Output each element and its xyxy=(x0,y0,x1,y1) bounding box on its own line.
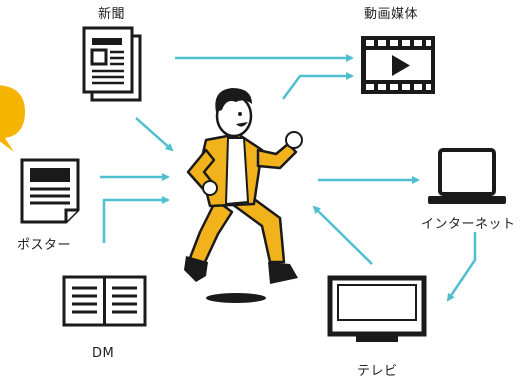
label-internet: インターネット xyxy=(421,217,516,232)
arrow-person-to-video xyxy=(281,72,354,100)
label-poster: ポスター xyxy=(17,238,72,253)
label-video-media: 動画媒体 xyxy=(364,7,419,22)
arrow-tv-to-person xyxy=(312,205,373,265)
label-dm: DM xyxy=(92,346,115,361)
person-shadow xyxy=(206,293,266,303)
speech-bubble-icon xyxy=(0,85,25,152)
walking-person-illustration xyxy=(184,88,303,303)
video-media-icon xyxy=(361,36,435,94)
newspaper-icon xyxy=(82,26,142,102)
tv-icon xyxy=(327,275,427,342)
dm-booklet-icon xyxy=(62,275,147,327)
label-tv: テレビ xyxy=(357,364,398,379)
arrow-internet-to-tv xyxy=(446,232,477,302)
label-newspaper: 新聞 xyxy=(98,7,126,22)
arrow-dm-to-person xyxy=(102,196,170,243)
poster-icon xyxy=(20,158,80,224)
arrow-newspaper-to-person xyxy=(135,117,174,152)
laptop-icon xyxy=(428,148,506,204)
